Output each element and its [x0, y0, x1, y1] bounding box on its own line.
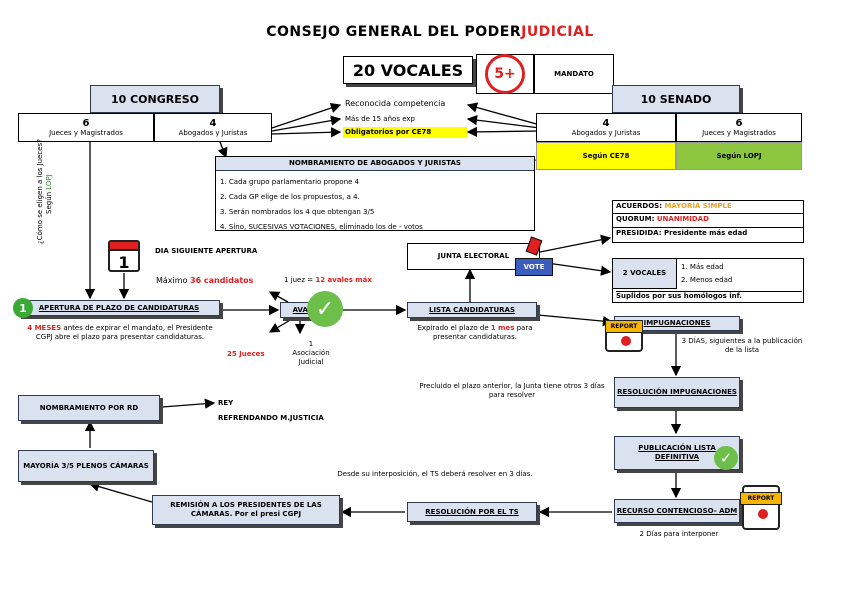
apertura-plazo-box: APERTURA DE PLAZO DE CANDIDATURAS: [18, 300, 220, 316]
check-icon-publicacion: ✓: [714, 446, 738, 470]
five-plus-icon: 5+: [485, 54, 525, 94]
senado-nota-ce78: Según CE78: [536, 142, 676, 170]
calendar-label: DIA SIGUIENTE APERTURA: [155, 247, 258, 255]
nombramiento-rd-box: NOMBRAMIENTO POR RD: [18, 395, 160, 421]
impugnaciones-desc: 3 DÍAS, siguientes a la publicación de l…: [681, 337, 803, 354]
senado-nota-lopj: Según LOPJ: [676, 142, 802, 170]
step-one-badge: 1: [13, 298, 33, 318]
requisito-obligatorios: Obligatorios por CE78: [343, 127, 467, 138]
remision-box: REMISIÓN A LOS PRESIDENTES DE LAS CÁMARA…: [152, 495, 340, 525]
requisito-experiencia: Más de 15 años exp: [345, 115, 415, 123]
aval-opcion-asociacion: 1 Asociación Judicial: [292, 340, 330, 366]
ts-desc: Desde su interposición, el TS deberá res…: [337, 470, 533, 478]
nombramiento-abogados-list: 1. Cada grupo parlamentario propone 4 2.…: [220, 178, 423, 231]
report-phone-icon: REPORT: [605, 320, 643, 352]
calendar-icon: 1: [108, 240, 140, 272]
report-phone-icon-recurso: REPORT: [740, 485, 782, 530]
rey-text: REY REFRENDANDO M.JUSTICIA: [218, 399, 324, 422]
apertura-desc: 4 MESES antes de expirar el mandato, el …: [27, 324, 213, 341]
congreso-jueces: 6 Jueces y Magistrados: [18, 113, 154, 142]
maximo-candidatos: Máximo 36 candidatos: [156, 276, 254, 285]
dos-vocales-box: 2 VOCALES 1. Más edad 2. Menos edad Supl…: [612, 258, 804, 303]
nombramiento-abogados-box: NOMBRAMIENTO DE ABOGADOS Y JURISTAS 1. C…: [215, 156, 535, 231]
congreso-abogados: 4 Abogados y Juristas: [154, 113, 272, 142]
congreso-title: 10 CONGRESO: [90, 85, 220, 113]
resolucion-impugnaciones-box: RESOLUCIÓN IMPUGNACIONES: [614, 377, 740, 408]
senado-title: 10 SENADO: [612, 85, 740, 113]
aval-opcion-jueces: 25 Jueces: [227, 350, 265, 358]
mandato-label: MANDATO: [534, 54, 614, 94]
recurso-desc: 2 Días para interponer: [639, 530, 719, 538]
mandato-badge-box: 5+: [476, 54, 534, 94]
requisito-competencia: Reconocida competencia: [345, 99, 446, 108]
lista-desc: Expirado el plazo de 1 mes para presenta…: [417, 324, 533, 341]
side-question: ¿Cómo se eligen a los Jueces? Según LOPJ: [36, 139, 53, 244]
senado-jueces: 6 Jueces y Magistrados: [676, 113, 802, 142]
acuerdos-box: ACUERDOS: MAYORÍA SIMPLE QUORUM: UNANIMI…: [612, 200, 804, 243]
aval-rule: 1 juez = 12 avales máx: [284, 276, 372, 284]
mayoria-box: MAYORÍA 3/5 PLENOS CÁMARAS: [18, 450, 154, 482]
recurso-contencioso-box: RECURSO CONTENCIOSO- ADM: [614, 499, 740, 523]
lista-candidaturas-box: LISTA CANDIDATURAS: [407, 302, 537, 318]
impugnaciones-box: IMPUGNACIONES: [614, 316, 740, 331]
resolucion-ts-box: RESOLUCIÓN POR EL TS: [407, 502, 537, 522]
ballot-box-icon: VOTE: [515, 258, 553, 276]
page-title: CONSEJO GENERAL DEL PODER JUDICIAL: [266, 24, 594, 40]
vocales-title: 20 VOCALES: [343, 56, 473, 84]
check-icon: ✓: [307, 291, 343, 327]
precluido-desc: Precluido el plazo anterior, la Junta ti…: [419, 382, 605, 399]
senado-abogados: 4 Abogados y Juristas: [536, 113, 676, 142]
nombramiento-abogados-title: NOMBRAMIENTO DE ABOGADOS Y JURISTAS: [216, 157, 534, 171]
